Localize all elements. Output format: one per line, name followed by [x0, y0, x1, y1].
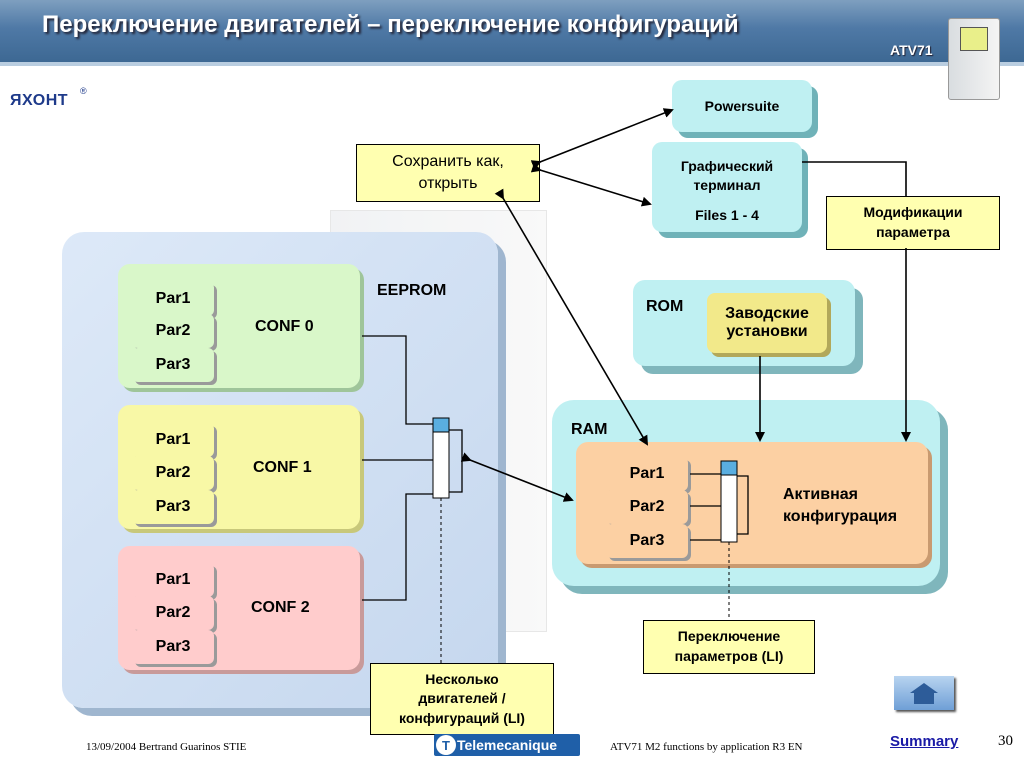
eeprom-switch-bar — [432, 423, 450, 499]
ram-par3: Par3 — [606, 524, 688, 558]
conf-0-par2: Par2 — [132, 314, 214, 348]
header-stripe — [0, 62, 1024, 66]
brand-logo: Telemecanique — [434, 734, 580, 756]
header-bar — [0, 0, 1024, 62]
company-logo: ЯХОНТ — [10, 92, 69, 109]
conf0-wire — [362, 335, 433, 425]
conf-1-par2: Par2 — [132, 456, 214, 490]
modifications-line1: Модификации — [863, 204, 963, 221]
conf-1-par3: Par3 — [132, 490, 214, 524]
modifications-line2: параметра — [876, 224, 950, 240]
multi-motor-line2: двигателей / — [418, 690, 506, 707]
terminal-line2: терминал — [693, 177, 761, 193]
page-number: 30 — [998, 733, 1013, 749]
switch-params-line1: Переключение — [677, 628, 781, 645]
switch-params-line2: параметров (LI) — [674, 648, 784, 664]
factory-settings-box: Заводские установки — [707, 293, 827, 353]
save-open-line2: открыть — [418, 175, 478, 192]
conf-1-par1: Par1 — [132, 423, 214, 457]
ram-switch-return — [737, 475, 749, 535]
eeprom-switch-return — [449, 429, 463, 493]
multi-motor-note: Несколько двигателей / конфигураций (LI) — [370, 663, 554, 735]
multi-motor-line3: конфигураций (LI) — [399, 709, 525, 726]
drive-thumbnail — [948, 18, 1000, 100]
conf-1-label: CONF 1 — [253, 459, 312, 476]
conf-2-par1: Par1 — [132, 563, 214, 597]
save-open-line1: Сохранить как, — [392, 152, 504, 170]
terminal-box: Графический терминал Files 1 - 4 — [652, 142, 802, 232]
save-terminal-arrow — [530, 162, 652, 207]
product-label: ATV71 — [890, 42, 933, 58]
conf-0-label: CONF 0 — [255, 318, 314, 335]
terminal-files: Files 1 - 4 — [695, 207, 759, 223]
page-title: Переключение двигателей – переключение к… — [42, 11, 739, 38]
multi-motor-line1: Несколько — [425, 670, 499, 687]
save-powersuite-arrow — [530, 108, 674, 170]
active-line1: Активная — [783, 486, 858, 503]
save-ram-arrow — [494, 188, 649, 446]
ram-switch-bar — [720, 469, 738, 543]
conf-2-label: CONF 2 — [251, 599, 310, 616]
terminal-line1: Графический — [680, 158, 774, 174]
home-button[interactable] — [894, 676, 954, 710]
eeprom-label: EEPROM — [377, 282, 447, 299]
powersuite-box: Powersuite — [672, 80, 812, 132]
ram-par2: Par2 — [606, 490, 688, 524]
conf-2-par3: Par3 — [132, 630, 214, 664]
ram-par1: Par1 — [606, 457, 688, 491]
active-config-label: Активная конфигурация — [783, 484, 897, 528]
conf-2-par2: Par2 — [132, 596, 214, 630]
terminal-modifications-wire — [802, 161, 907, 196]
modifications-note: Модификации параметра — [826, 196, 1000, 250]
switch-params-note: Переключение параметров (LI) — [643, 620, 815, 674]
home-icon — [910, 683, 938, 704]
summary-link[interactable]: Summary — [890, 733, 959, 750]
brand-logo-icon: T — [436, 735, 456, 755]
factory-line1: Заводские — [725, 305, 809, 322]
conf2-wire — [362, 493, 433, 601]
footer-doc: ATV71 M2 functions by application R3 EN — [610, 741, 803, 753]
ram-switch-knob — [720, 460, 738, 476]
logo-registered-mark: ® — [80, 86, 87, 96]
footer-date-author: 13/09/2004 Bertrand Guarinos STIE — [86, 741, 247, 753]
conf-0-par1: Par1 — [132, 282, 214, 316]
rom-label: ROM — [646, 298, 684, 315]
conf-0-par3: Par3 — [132, 348, 214, 382]
powersuite-label: Powersuite — [704, 98, 780, 114]
eeprom-ram-arrow — [460, 452, 574, 502]
eeprom-switch-knob — [432, 417, 450, 433]
factory-line2: установки — [726, 323, 808, 340]
active-line2: конфигурация — [783, 508, 898, 525]
